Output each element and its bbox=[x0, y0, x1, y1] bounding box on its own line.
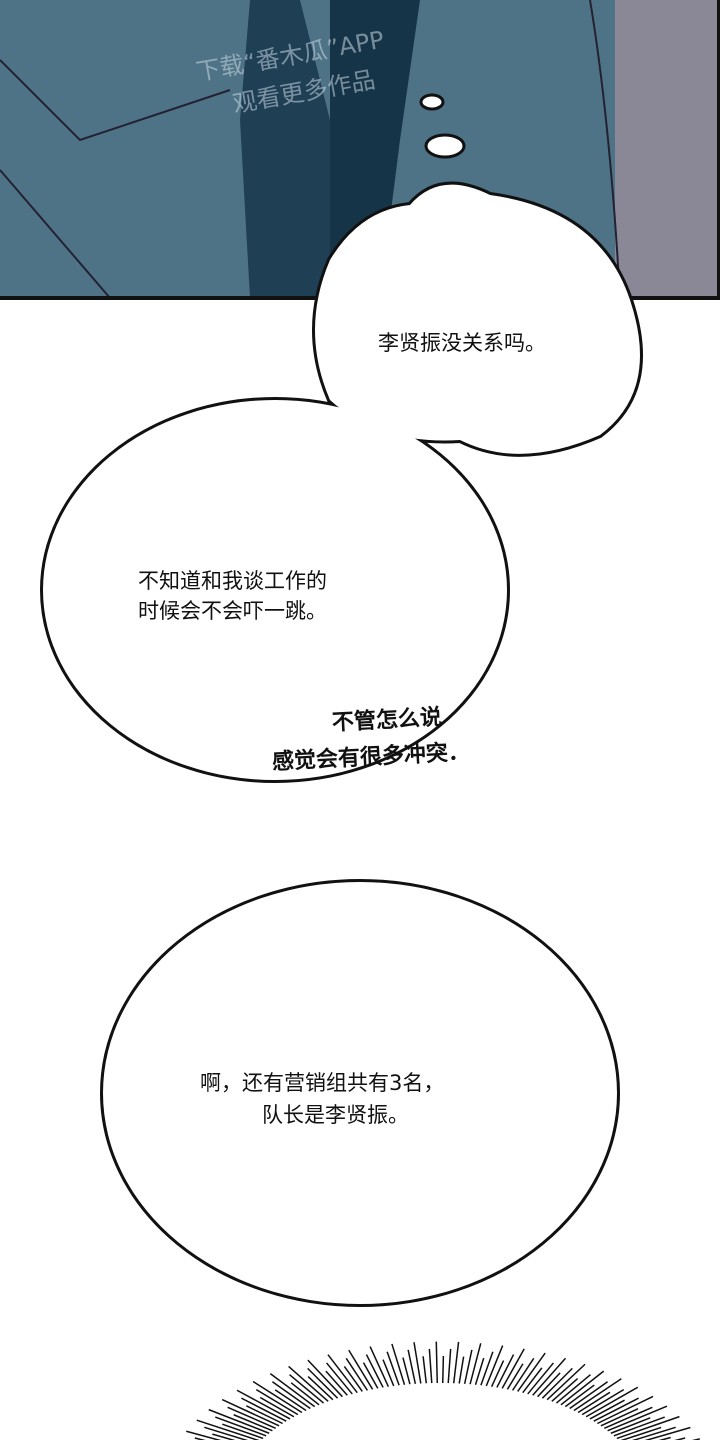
burst-line bbox=[555, 1374, 591, 1404]
burst-line bbox=[255, 1388, 299, 1416]
burst-line bbox=[447, 1348, 452, 1384]
burst-line bbox=[208, 1408, 270, 1434]
burst-line bbox=[607, 1405, 668, 1432]
burst-line bbox=[348, 1349, 374, 1390]
burst-line bbox=[604, 1406, 653, 1429]
burst-line bbox=[307, 1376, 334, 1401]
burst-line bbox=[288, 1365, 329, 1402]
burst-line bbox=[435, 1341, 439, 1384]
burst-line bbox=[597, 1395, 654, 1425]
burst-line bbox=[564, 1384, 595, 1408]
burst-line bbox=[441, 1355, 445, 1384]
burst-line bbox=[506, 1363, 524, 1390]
burst-line bbox=[259, 1396, 295, 1418]
burst-line bbox=[307, 1359, 343, 1398]
burst-line bbox=[610, 1417, 651, 1434]
bubble-text-1: 李贤振没关系吗。 bbox=[378, 331, 546, 355]
burst-line bbox=[463, 1349, 473, 1384]
burst-line bbox=[452, 1341, 460, 1384]
burst-line bbox=[620, 1426, 662, 1440]
burst-line bbox=[496, 1354, 515, 1388]
burst-line bbox=[215, 1416, 267, 1437]
bubble-text-3-line1: 啊，还有营销组共有3名， bbox=[200, 1071, 445, 1095]
burst-line bbox=[532, 1357, 567, 1396]
burst-line bbox=[517, 1352, 546, 1392]
burst-line bbox=[422, 1356, 428, 1384]
bubble-text-3-line2: 队长是李贤振。 bbox=[262, 1103, 409, 1127]
burst-line bbox=[644, 1426, 691, 1440]
burst-line bbox=[527, 1362, 554, 1395]
burst-line bbox=[658, 1436, 671, 1440]
burst-line bbox=[382, 1359, 395, 1387]
burst-line bbox=[490, 1360, 505, 1387]
bubble-text-2-line1: 不知道和我谈工作的 bbox=[138, 569, 327, 593]
burst-line bbox=[343, 1365, 363, 1392]
burst-line bbox=[480, 1351, 494, 1386]
burst-line bbox=[271, 1381, 311, 1410]
burst-line bbox=[469, 1343, 482, 1385]
burst-line bbox=[362, 1362, 379, 1389]
sfx-line1: 不管怎么说 bbox=[331, 705, 443, 736]
burst-line bbox=[589, 1399, 625, 1420]
burst-line bbox=[522, 1367, 543, 1394]
burst-line bbox=[252, 1380, 303, 1414]
burst-line bbox=[551, 1378, 579, 1402]
burst-line bbox=[600, 1408, 639, 1427]
burst-lines bbox=[186, 1341, 700, 1440]
burst-line bbox=[402, 1357, 411, 1385]
burst-line bbox=[577, 1391, 611, 1414]
burst-line bbox=[585, 1386, 639, 1418]
burst-line bbox=[345, 1357, 369, 1391]
burst-line bbox=[613, 1416, 665, 1437]
burst-line bbox=[290, 1382, 320, 1406]
burst-line bbox=[501, 1348, 525, 1389]
burst-line bbox=[428, 1348, 433, 1384]
burst-line bbox=[537, 1372, 561, 1398]
burst-line bbox=[541, 1367, 573, 1399]
bubble-fills bbox=[43, 184, 640, 1304]
burst-line bbox=[274, 1389, 307, 1412]
burst-line bbox=[326, 1362, 353, 1395]
burst-line bbox=[458, 1356, 465, 1384]
burst-line bbox=[307, 1367, 339, 1399]
burst-line bbox=[616, 1415, 680, 1440]
burst-line bbox=[227, 1406, 276, 1429]
burst-line bbox=[221, 1398, 280, 1427]
burst-line bbox=[365, 1354, 384, 1388]
burst-line bbox=[386, 1351, 400, 1386]
burst-line bbox=[186, 1430, 222, 1440]
burst-line bbox=[236, 1389, 291, 1420]
burst-line bbox=[407, 1349, 417, 1384]
burst-line bbox=[573, 1378, 622, 1412]
burst-line bbox=[485, 1345, 504, 1387]
burst-line bbox=[413, 1342, 422, 1384]
burst-line bbox=[245, 1405, 283, 1425]
burst-line bbox=[546, 1363, 586, 1401]
burst-line bbox=[204, 1426, 249, 1440]
burst-line bbox=[325, 1370, 348, 1396]
burst-line bbox=[511, 1357, 535, 1391]
burst-line bbox=[233, 1414, 273, 1432]
burst-line bbox=[241, 1397, 287, 1422]
burst-line bbox=[391, 1343, 406, 1385]
burst-line bbox=[631, 1426, 676, 1440]
thought-dots bbox=[419, 93, 466, 159]
burst-line bbox=[560, 1370, 605, 1406]
burst-line bbox=[222, 1423, 264, 1440]
burst-line bbox=[327, 1354, 358, 1394]
burst-line bbox=[289, 1374, 325, 1404]
burst-line bbox=[593, 1397, 639, 1422]
burst-line bbox=[369, 1346, 390, 1387]
burst-line bbox=[196, 1419, 260, 1440]
burst-line bbox=[212, 1433, 236, 1440]
burst-line bbox=[269, 1372, 316, 1408]
burst-line bbox=[569, 1381, 609, 1410]
burst-line bbox=[581, 1388, 625, 1416]
burst-line bbox=[474, 1357, 485, 1385]
bubble-text-2-line2: 时候会不会吓一跳。 bbox=[138, 599, 327, 623]
